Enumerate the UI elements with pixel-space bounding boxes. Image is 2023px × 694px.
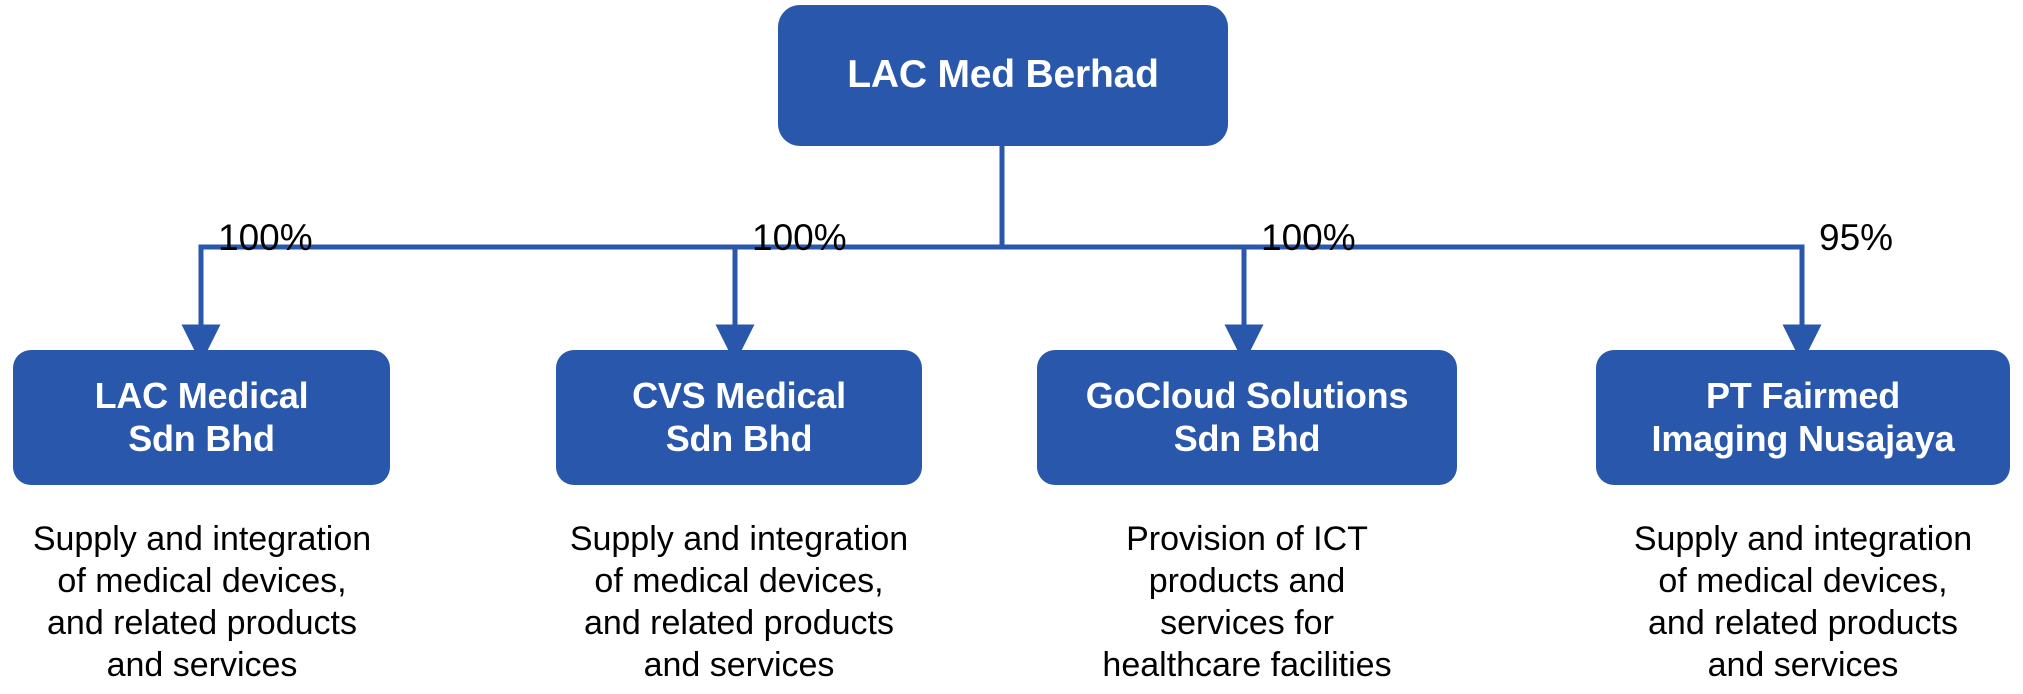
org-node-root-label: LAC Med Berhad (847, 53, 1159, 97)
ownership-label-pt-fairmed: 95% (1819, 217, 1894, 258)
org-node-gocloud-solutions-label: GoCloud Solutions Sdn Bhd (1085, 375, 1409, 459)
org-node-pt-fairmed-label: PT Fairmed Imaging Nusajaya (1651, 375, 1955, 459)
ownership-label-gocloud-solutions: 100% (1261, 217, 1356, 258)
ownership-label-cvs-medical: 100% (752, 217, 847, 258)
org-node-caption-gocloud-solutions: Provision of ICT products and services f… (1102, 520, 1392, 684)
org-node-caption-cvs-medical: Supply and integration of medical device… (569, 520, 909, 684)
ownership-label-lac-medical: 100% (218, 217, 313, 258)
org-node-cvs-medical[interactable]: CVS Medical Sdn Bhd (556, 350, 922, 485)
org-node-root[interactable]: LAC Med Berhad (778, 5, 1228, 146)
org-node-lac-medical[interactable]: LAC Medical Sdn Bhd (13, 350, 390, 485)
org-node-caption-pt-fairmed: Supply and integration of medical device… (1633, 520, 1973, 684)
org-node-gocloud-solutions[interactable]: GoCloud Solutions Sdn Bhd (1037, 350, 1457, 485)
org-node-lac-medical-label: LAC Medical Sdn Bhd (94, 375, 309, 459)
org-node-cvs-medical-label: CVS Medical Sdn Bhd (632, 375, 846, 459)
org-node-pt-fairmed[interactable]: PT Fairmed Imaging Nusajaya (1596, 350, 2010, 485)
org-node-caption-lac-medical: Supply and integration of medical device… (32, 520, 372, 684)
